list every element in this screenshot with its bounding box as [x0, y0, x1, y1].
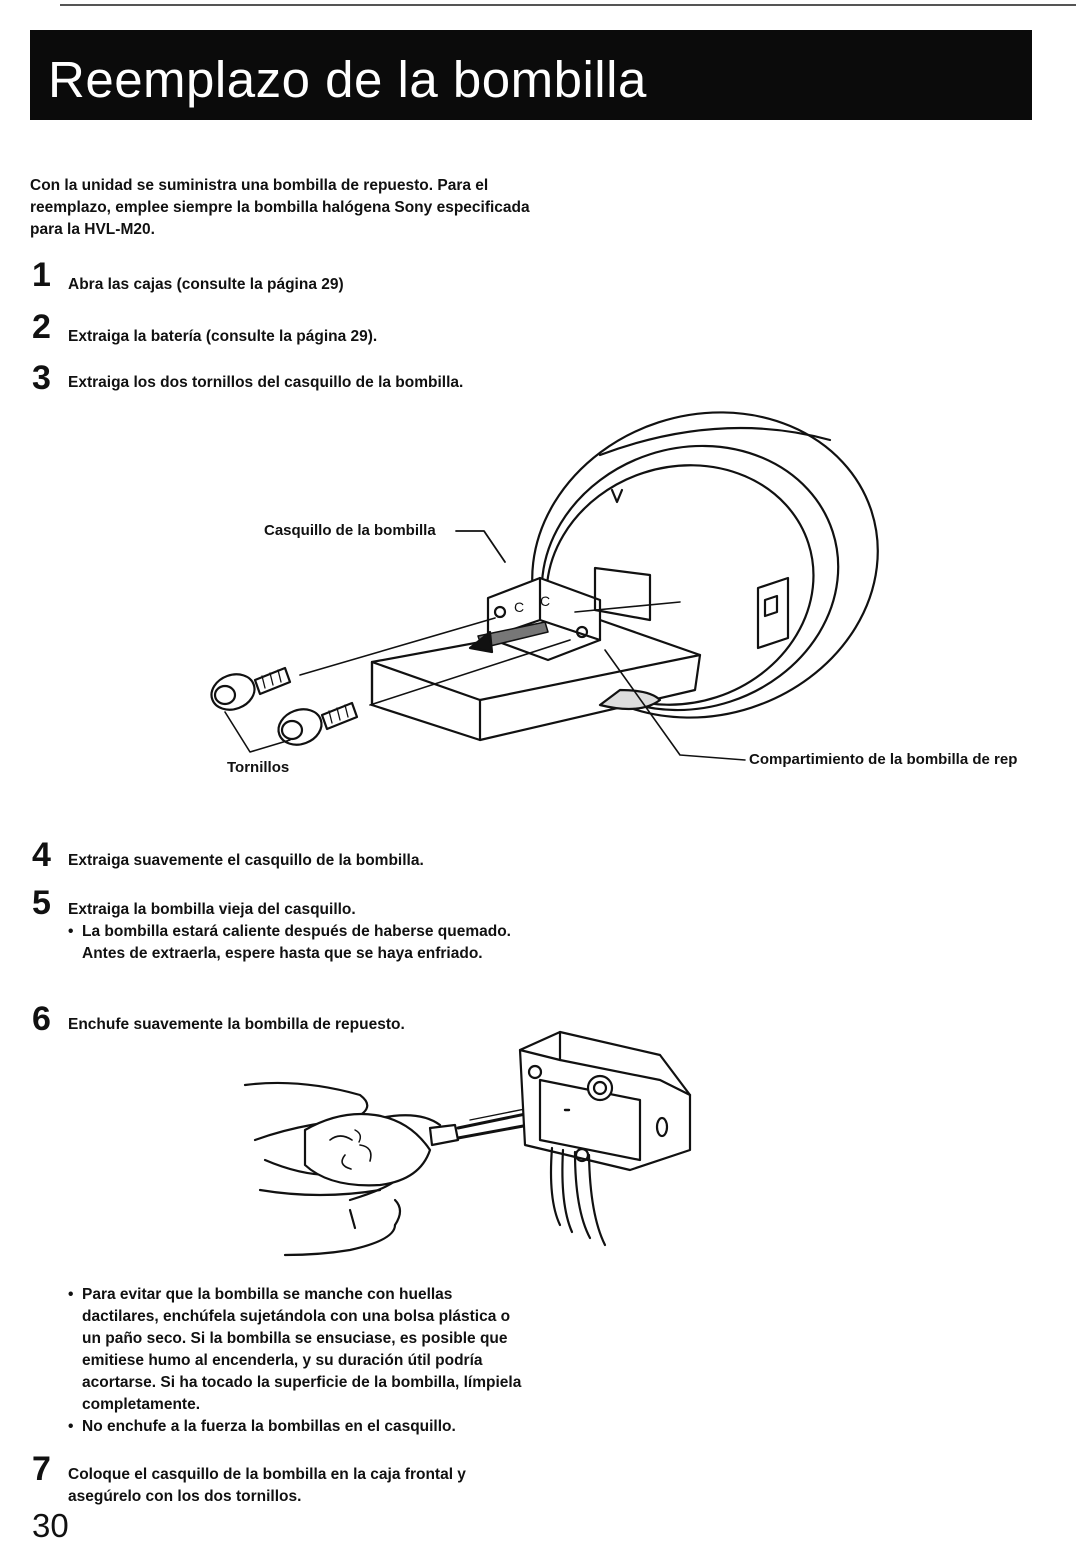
step-number: 6: [32, 1000, 51, 1038]
label-bulb-socket: Casquillo de la bombilla: [264, 522, 436, 539]
step-number: 1: [32, 256, 51, 294]
lamp-head-illustration: C C: [210, 411, 879, 761]
svg-text:C: C: [540, 593, 550, 609]
note-hot-bulb: •La bombilla estará caliente después de …: [68, 923, 511, 962]
step-text: Enchufe suavemente la bombilla de repues…: [68, 1016, 405, 1033]
top-rule: [60, 4, 1076, 6]
step-number: 3: [32, 359, 51, 397]
step-text: Extraiga la bombilla vieja del casquillo…: [68, 901, 356, 918]
label-compartment: Compartimiento de la bombilla de rep: [749, 751, 1018, 768]
step-number: 7: [32, 1450, 51, 1488]
step-number: 5: [32, 884, 51, 922]
page-title: Reemplazo de la bombilla: [48, 51, 647, 108]
title-bar: Reemplazo de la bombilla: [30, 30, 1032, 120]
page-number: 30: [32, 1507, 69, 1544]
step-text: Abra las cajas (consulte la página 29): [68, 276, 344, 293]
bulb-insertion-illustration: [243, 1030, 692, 1257]
intro-paragraph: Con la unidad se suministra una bombilla…: [30, 177, 530, 238]
note-no-force: •No enchufe a la fuerza la bombillas en …: [68, 1418, 456, 1435]
step-text: Extraiga suavemente el casquillo de la b…: [68, 852, 424, 869]
note-fingerprints: •Para evitar que la bombilla se manche c…: [68, 1286, 522, 1413]
label-screws: Tornillos: [227, 759, 290, 776]
svg-text:C: C: [514, 599, 524, 615]
step-text: Coloque el casquillo de la bombilla en l…: [68, 1466, 466, 1505]
step-number: 2: [32, 308, 51, 346]
step-text: Extraiga la batería (consulte la página …: [68, 328, 378, 345]
step-text: Extraiga los dos tornillos del casquillo…: [68, 374, 464, 391]
step-number: 4: [32, 836, 51, 874]
